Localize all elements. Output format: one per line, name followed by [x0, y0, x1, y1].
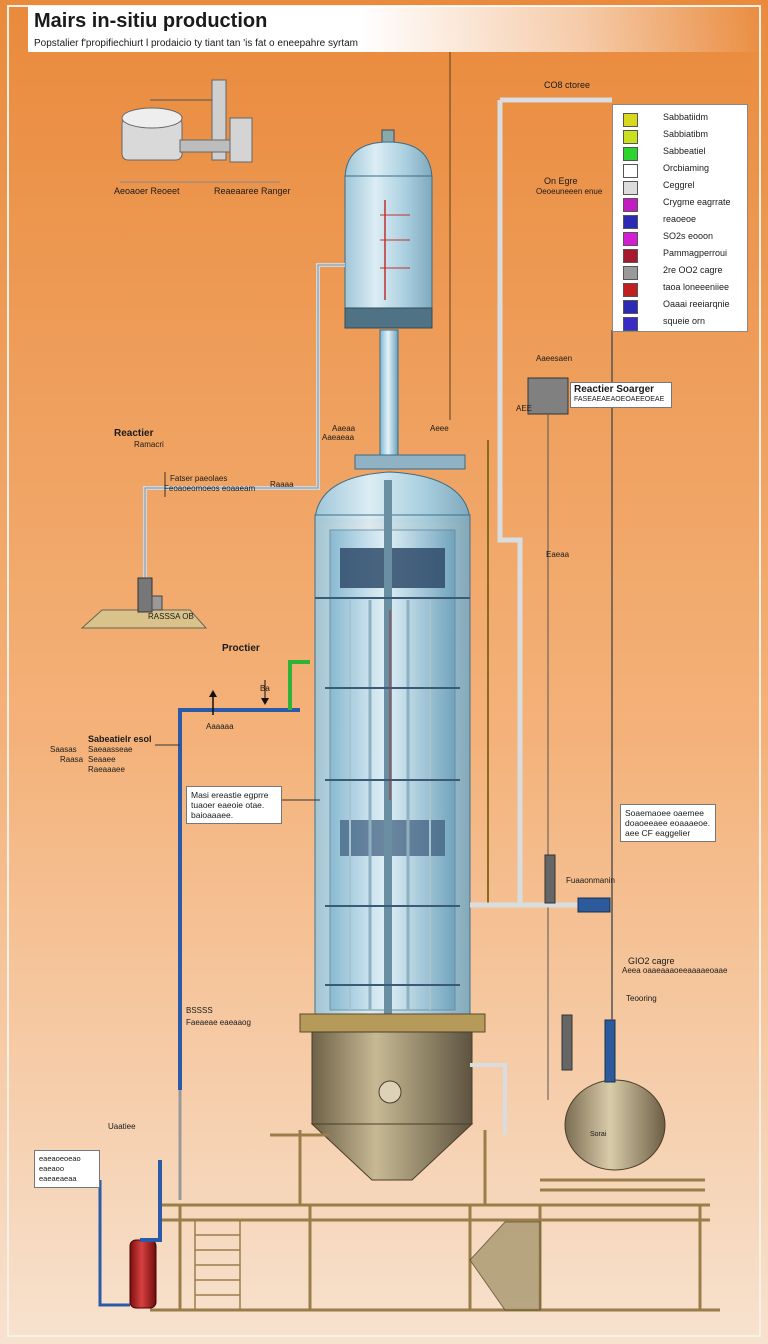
tooring-label: Teooring [626, 994, 657, 1003]
oo-egre-sublabel: Oeoeuneeen enue [536, 187, 603, 196]
legend-swatch [623, 215, 638, 229]
legend-swatch [623, 317, 638, 331]
reactor-left-panel-label-2: Feoaoeomoeos eoaaeam [164, 484, 256, 493]
co2-cage-sublabel: Aeea oaaeaaaoeeaaaaeoaae [622, 966, 728, 975]
legend-label: Sabbatiidm [663, 112, 709, 122]
sabatier-left-label: Saasas [50, 745, 77, 754]
sabatier-right-label: Saeaasseae [88, 745, 133, 754]
reactor-right-box: Reactier Soarger FASEAEAEAOEOAEEOEAE [570, 382, 672, 408]
legend-swatch [623, 113, 638, 127]
left-mid-label-2: Faeaeae eaeaaog [186, 1018, 251, 1027]
legend-swatch [623, 164, 638, 178]
left-plant-label-2: Reaeaaree Ranger [214, 186, 291, 196]
staircase [194, 1220, 241, 1310]
upper-storage-tank [344, 129, 433, 461]
reactor-left-pump-label: Raaaa [270, 480, 294, 489]
right-spherical-tank [561, 1014, 666, 1171]
surface-plant-illustration [120, 79, 280, 183]
co2-cage-label: GIO2 cagre [628, 956, 675, 966]
legend-label: Orcbiaming [663, 163, 710, 173]
legend-item: SO2s eooon [613, 228, 747, 248]
legend-item: Ceggrel [613, 177, 747, 197]
legend-item: Pammagperroui [613, 245, 747, 265]
sabatier-right-label-2: Seaaee [88, 755, 116, 764]
oo-egre-label: On Egre [544, 176, 578, 186]
legend-label: SO2s eooon [663, 231, 714, 241]
legend-swatch [623, 266, 638, 280]
reactor-right-sublabel: FASEAEAEAOEOAEEOEAE [574, 396, 665, 403]
legend-swatch [623, 283, 638, 297]
legend-label: 2re OO2 cagre [663, 265, 723, 275]
main-reactor-column [314, 454, 471, 1021]
legend-label: Pammagperroui [663, 248, 728, 258]
reactor-left-panel-label: Fatser paeolaes [170, 474, 228, 483]
arrow-up-icon [209, 690, 217, 697]
sabatier-title: Sabeatielr esol [88, 734, 152, 744]
left-mid-label-1: BSSSS [186, 1006, 213, 1015]
legend-item: Sabbiatibm [613, 126, 747, 146]
reactor-right-sublabel-3: Eaeaa [546, 550, 570, 559]
legend-label: Sabbiatibm [663, 129, 709, 139]
left-bottom-box: eaeaoeoeao eaeaoo eaeaeaeaa [34, 1150, 100, 1188]
reactor-right-label: Reactier Soarger [574, 384, 655, 395]
reactor-right-top-label: Aaeesaen [536, 354, 573, 363]
legend-swatch [623, 130, 638, 144]
page-title: Mairs in-sitiu production [34, 10, 268, 32]
legend-item: reaoeoe [613, 211, 747, 231]
legend-item: 2re OO2 cagre [613, 262, 747, 282]
sabatier-right-label-3: Raeaaaee [88, 765, 125, 774]
legend-swatch [623, 249, 638, 263]
reactor-left-label: Reactier [114, 428, 154, 439]
fuel-label: Fuaaonmanin [566, 876, 615, 885]
legend-item: squeie orn [613, 313, 747, 333]
proctier-label: Proctier [222, 643, 260, 654]
legend-swatch [623, 198, 638, 212]
vessel-port-icon [378, 1080, 402, 1104]
legend-item: Sabbatiidm [613, 109, 747, 129]
legend-label: Ceggrel [663, 180, 695, 190]
left-plant-label-1: Aeoaoer Reoeet [114, 186, 180, 196]
title-bar [28, 6, 768, 52]
legend-label: squeie orn [663, 316, 706, 326]
sabatier-left-label-2: Raasa [60, 755, 84, 764]
pipe-label-2: Aeee [430, 424, 449, 433]
page-subtitle: Popstalier f'propifiechiurt l prodaicio … [34, 38, 358, 49]
legend-item: Crygme eagrrate [613, 194, 747, 214]
legend-swatch [623, 181, 638, 195]
legend-item: taoa loneeeniiee [613, 279, 747, 299]
co2-store-label: CO8 ctoree [544, 80, 591, 90]
right-callout-box: Soaemaoee oaemee doaoeeaee eoaaaeoe. aee… [620, 804, 716, 842]
reactor-right-sublabel-2: AEE [516, 404, 533, 413]
left-bottom-label: Uaatiee [108, 1122, 136, 1131]
legend-item: Orcbiaming [613, 160, 747, 180]
legend-label: Sabbeatiel [663, 146, 706, 156]
pipe-label-1: Aaeaa [332, 424, 356, 433]
legend-label: reaoeoe [663, 214, 697, 224]
arrow-down-icon [261, 698, 269, 705]
legend-label: taoa loneeeniiee [663, 282, 730, 292]
pipe-label-3: Aaeaeaa [322, 433, 355, 442]
legend-swatch [623, 232, 638, 246]
reactor-sensor-housing [527, 377, 569, 415]
tank-label: Sorai [590, 1131, 607, 1138]
red-gas-cylinder [129, 1239, 157, 1309]
legend-label: Crygme eagrrate [663, 197, 731, 207]
reactor-left-sublabel: Ramacri [134, 440, 164, 449]
legend-swatch [623, 147, 638, 161]
arrow-b-label: Ba [260, 684, 270, 693]
legend-item: Oaaai reeiarqnie [613, 296, 747, 316]
mid-callout-box: Masi ereastie egprre tuaoer eaeoie otae.… [186, 786, 282, 824]
base-hopper [299, 1013, 486, 1181]
arrow-a-label: Aaaaaa [206, 722, 234, 731]
ground-unit-label: RASSSA OB [148, 612, 194, 621]
legend-label: Oaaai reeiarqnie [663, 299, 730, 309]
legend-item: Sabbeatiel [613, 143, 747, 163]
ground-sensor-unit [80, 577, 208, 629]
legend-swatch [623, 300, 638, 314]
